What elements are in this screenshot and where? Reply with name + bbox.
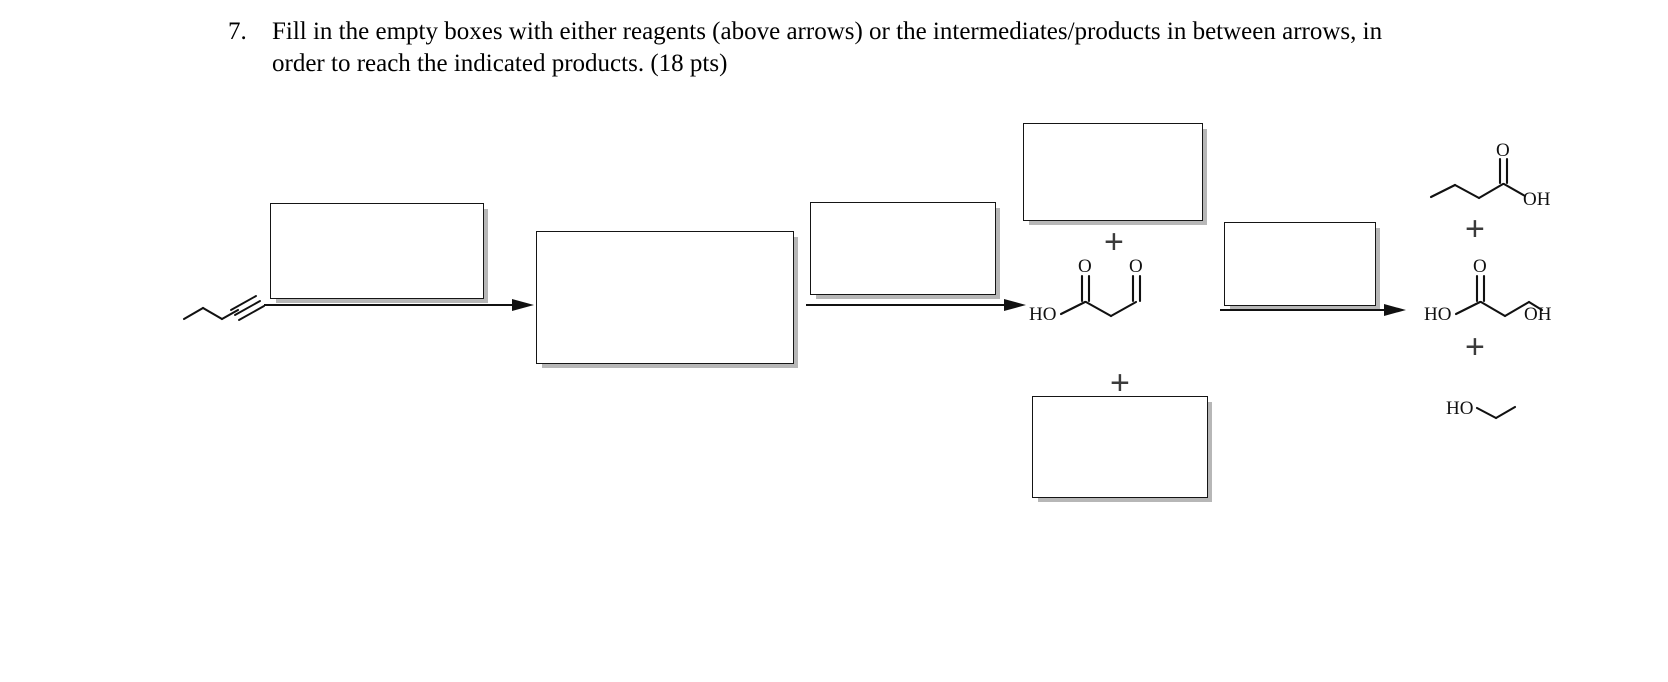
structure-butanoic-acid: O OH bbox=[1428, 140, 1553, 210]
label-acid-hydroxyl: HO bbox=[1424, 304, 1451, 325]
label-carbonyl-oxygen: O bbox=[1496, 140, 1510, 161]
answer-box-product-upper[interactable] bbox=[1023, 123, 1203, 221]
label-acid-hydroxyl: HO bbox=[1029, 304, 1056, 325]
label-hydroxyl: HO bbox=[1446, 398, 1473, 419]
label-hydroxyl: OH bbox=[1523, 189, 1551, 210]
answer-box-product-lower[interactable] bbox=[1032, 396, 1208, 498]
label-alcohol-hydroxyl: OH bbox=[1524, 304, 1552, 325]
question-number: 7. bbox=[228, 18, 247, 45]
question-block: 7. Fill in the empty boxes with either r… bbox=[228, 16, 1388, 80]
structure-3-hydroxypropanoic-acid: HO O OH bbox=[1424, 256, 1556, 328]
answer-box-reagent-2[interactable] bbox=[810, 202, 996, 295]
structure-ethanol: HO bbox=[1446, 392, 1526, 432]
plus-sign-middle-upper: + bbox=[1104, 223, 1124, 261]
label-carbonyl-oxygen: O bbox=[1473, 256, 1487, 277]
question-text: Fill in the empty boxes with either reag… bbox=[272, 18, 1383, 77]
answer-box-reagent-3[interactable] bbox=[1224, 222, 1376, 306]
reaction-arrow-1 bbox=[264, 299, 534, 311]
structure-pent-1-yne bbox=[182, 286, 272, 326]
answer-box-reagent-1[interactable] bbox=[270, 203, 484, 299]
answer-box-intermediate-1[interactable] bbox=[536, 231, 794, 364]
label-carbonyl-oxygen: O bbox=[1078, 256, 1092, 277]
reaction-arrow-2 bbox=[806, 299, 1026, 311]
plus-sign-product-lower: + bbox=[1465, 328, 1485, 366]
plus-sign-product-upper: + bbox=[1465, 210, 1485, 248]
label-aldehyde-oxygen: O bbox=[1129, 256, 1143, 277]
reaction-arrow-3 bbox=[1220, 304, 1406, 316]
plus-sign-middle-lower: + bbox=[1110, 364, 1130, 402]
structure-3-oxopropanoic-acid: HO O O bbox=[1028, 256, 1174, 328]
